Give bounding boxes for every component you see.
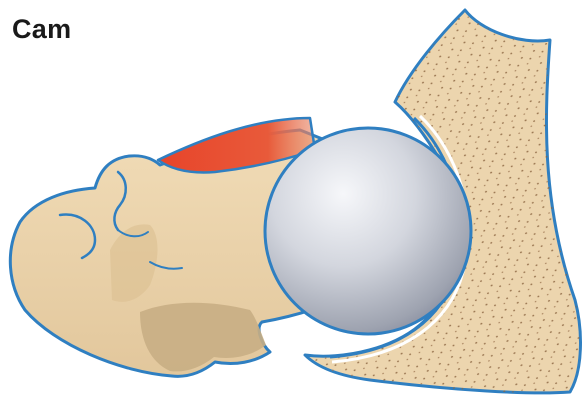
femoral-head	[265, 128, 471, 334]
diagram-title: Cam	[12, 14, 71, 45]
